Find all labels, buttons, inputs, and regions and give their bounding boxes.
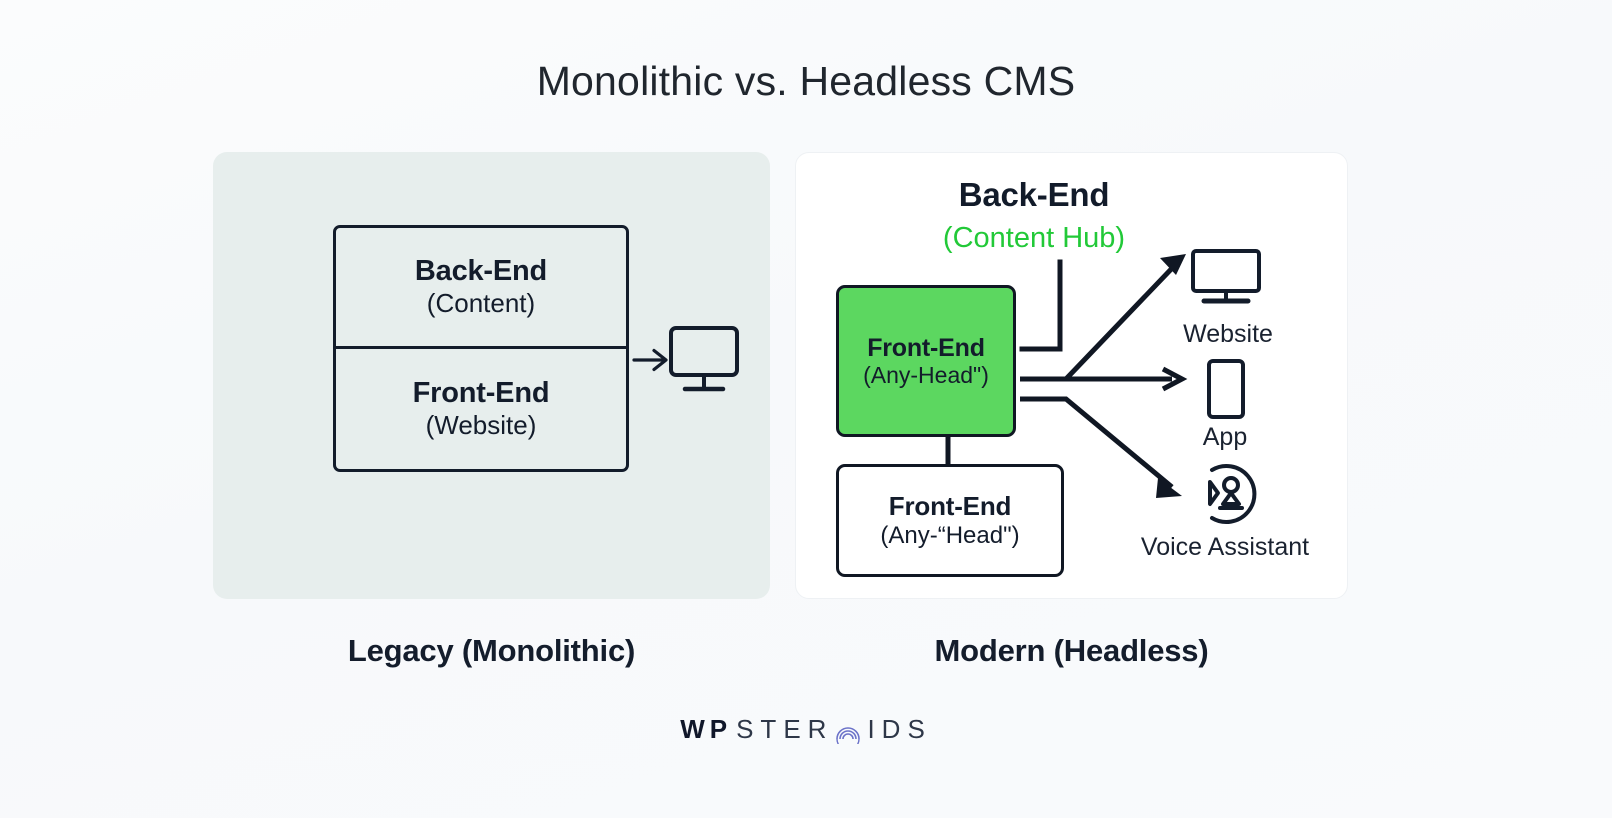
logo-text-ster: STER [736,714,834,744]
monitor-icon [1191,249,1261,304]
channel-label-app: App [1202,423,1248,451]
phone-icon [1207,359,1245,419]
content-hub-box: Front-End (Any-Head") [836,285,1016,437]
monolithic-stack: Back-End (Content) Front-End (Website) [333,225,629,472]
content-hub-title: Front-End [867,333,985,362]
brand-logo: WP STER IDS [0,714,1612,745]
logo-text-ids: IDS [867,714,932,744]
monolith-backend-title: Back-End [414,254,548,287]
monolith-frontend-block: Front-End (Website) [336,349,626,470]
any-head-box: Front-End (Any-“Head") [836,464,1064,577]
monolith-backend-block: Back-End (Content) [336,228,626,349]
monolith-backend-subtitle: (Content) [426,288,536,319]
content-hub-subtitle: (Any-Head") [863,362,989,389]
any-head-title: Front-End [888,490,1012,521]
headless-backend-subtitle: (Content Hub) [942,222,1126,254]
monolith-frontend-title: Front-End [412,376,550,409]
headless-backend-title: Back-End [958,176,1110,213]
concentric-arcs-icon [836,726,861,744]
voice-assistant-icon [1208,464,1257,524]
caption-modern: Modern (Headless) [934,633,1209,668]
monitor-icon [669,326,739,392]
monolith-frontend-subtitle: (Website) [425,410,537,441]
arrow-right-icon [632,348,668,372]
any-head-subtitle: (Any-“Head") [880,522,1020,550]
caption-legacy: Legacy (Monolithic) [347,633,636,668]
channel-label-website: Website [1183,320,1273,348]
logo-text-wp: WP [680,714,733,744]
channel-label-voice-assistant: Voice Assistant [1140,533,1310,561]
page-title: Monolithic vs. Headless CMS [536,58,1076,104]
